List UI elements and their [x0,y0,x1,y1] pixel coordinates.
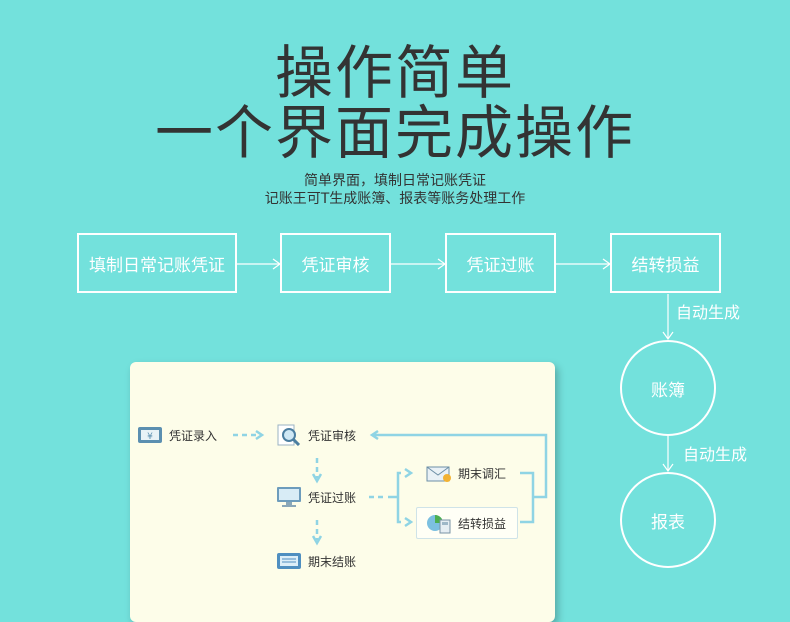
node-carry-pl-label: 结转损益 [458,516,507,531]
flow-step-fill-voucher: 填制日常记账凭证 [77,233,237,293]
calculator-chart-icon [426,512,452,534]
hero-title: 操作简单 [274,39,515,107]
monitor-icon [276,486,302,508]
magnifier-document-icon [276,424,302,447]
flow-arrow-down-1-head [662,331,674,341]
node-period-adjust-label: 期末调汇 [458,466,507,481]
node-voucher-post-label: 凭证过账 [308,490,357,505]
node-carry-pl[interactable]: 结转损益 [426,512,506,534]
hero-description-line-1: 简单界面，填制日常记账凭证 [304,173,486,189]
flow-arrow-down-2-head [662,463,674,473]
node-period-close[interactable]: 期末结账 [276,550,356,572]
node-voucher-entry-label: 凭证录入 [169,428,218,443]
svg-text:¥: ¥ [147,432,153,442]
node-voucher-entry[interactable]: ¥ 凭证录入 [137,424,217,446]
ledger-circle: 账簿 [620,340,716,436]
flow-step-voucher-audit: 凭证审核 [280,233,391,293]
node-period-close-label: 期末结账 [308,554,357,569]
voucher-icon: ¥ [137,424,163,446]
flow-step-voucher-post: 凭证过账 [445,233,556,293]
hero-subtitle-large: 一个界面完成操作 [154,99,635,167]
envelope-icon [426,462,452,484]
node-voucher-audit-label: 凭证审核 [308,428,357,443]
report-circle: 报表 [620,472,716,568]
ledger-book-icon [276,550,302,572]
node-period-adjust[interactable]: 期末调汇 [426,462,506,484]
hero-description-line-2: 记账王可T生成账簿、报表等账务处理工作 [264,191,526,207]
auto-generate-label-1: 自动生成 [676,303,741,322]
node-voucher-audit[interactable]: 凭证审核 [276,424,357,447]
software-panel [130,362,555,622]
auto-generate-label-2: 自动生成 [683,445,748,464]
flow-step-carry-pl: 结转损益 [610,233,721,293]
node-voucher-post[interactable]: 凭证过账 [276,486,356,508]
